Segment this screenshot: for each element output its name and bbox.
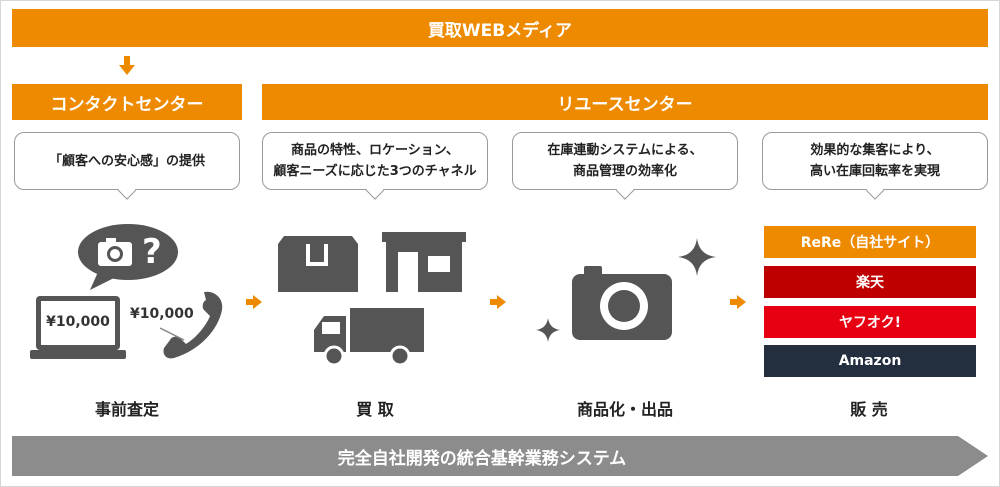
store-icon (382, 232, 466, 292)
bubble-sales-line2: 高い在庫回転率を実現 (809, 164, 940, 179)
truck-icon (314, 308, 424, 367)
camera-question-bubble-icon (78, 224, 178, 290)
step-label-listing: 商品化・出品 (576, 400, 673, 419)
arrow-right-icon-3 (730, 295, 746, 309)
step-label-purchase: 買 取 (356, 400, 394, 419)
step-label-sales: 販 売 (850, 400, 888, 419)
bubble-contact-text: 「顧客への安心感」の提供 (48, 153, 205, 169)
bubble-listing-line1: 在庫連動システムによる、 (547, 143, 703, 158)
bubble-sales: 効果的な集客により、 高い在庫回転率を実現 (762, 132, 988, 190)
laptop-icon (30, 296, 126, 359)
system-banner-arrow (12, 436, 988, 476)
channel-amazon: Amazon (764, 345, 976, 377)
channel-rakuten: 楽天 (764, 266, 976, 298)
phone-handset-icon (160, 291, 223, 359)
channel-yahuoku: ヤフオク! (764, 306, 976, 338)
laptop-price: ¥10,000 (46, 314, 110, 330)
bubble-contact: 「顧客への安心感」の提供 (14, 132, 240, 190)
channel-rere: ReRe（自社サイト） (764, 226, 976, 258)
sparkle-small-icon (536, 318, 560, 342)
sparkle-large-icon (678, 238, 716, 276)
bubble-listing: 在庫連動システムによる、 商品管理の効率化 (512, 132, 738, 190)
question-mark: ? (142, 232, 162, 272)
header-title: 買取WEBメディア (427, 20, 573, 41)
camera-icon (572, 266, 672, 340)
bubble-purchase-line1: 商品の特性、ロケーション、 (291, 143, 459, 158)
arrow-right-icon-1 (246, 295, 262, 309)
contact-center-label: コンタクトセンター (50, 94, 204, 115)
arrow-right-icon-2 (490, 295, 506, 309)
box-icon (278, 236, 358, 292)
contact-center-bar: コンタクトセンター (12, 84, 242, 120)
bubble-sales-line1: 効果的な集客により、 (810, 143, 940, 158)
header-bar: 買取WEBメディア (12, 9, 988, 47)
reuse-center-bar: リユースセンター (262, 84, 988, 120)
down-arrow-icon (119, 56, 135, 75)
step-label-assessment: 事前査定 (94, 400, 159, 419)
phone-price: ¥10,000 (130, 306, 194, 322)
bubble-listing-line2: 商品管理の効率化 (572, 164, 677, 179)
reuse-center-label: リユースセンター (557, 94, 693, 115)
bubble-purchase: 商品の特性、ロケーション、 顧客ニーズに応じた3つのチャネル (262, 132, 488, 190)
system-banner-text: 完全自社開発の統合基幹業務システム (337, 448, 627, 469)
bubble-purchase-line2: 顧客ニーズに応じた3つのチャネル (273, 164, 477, 179)
